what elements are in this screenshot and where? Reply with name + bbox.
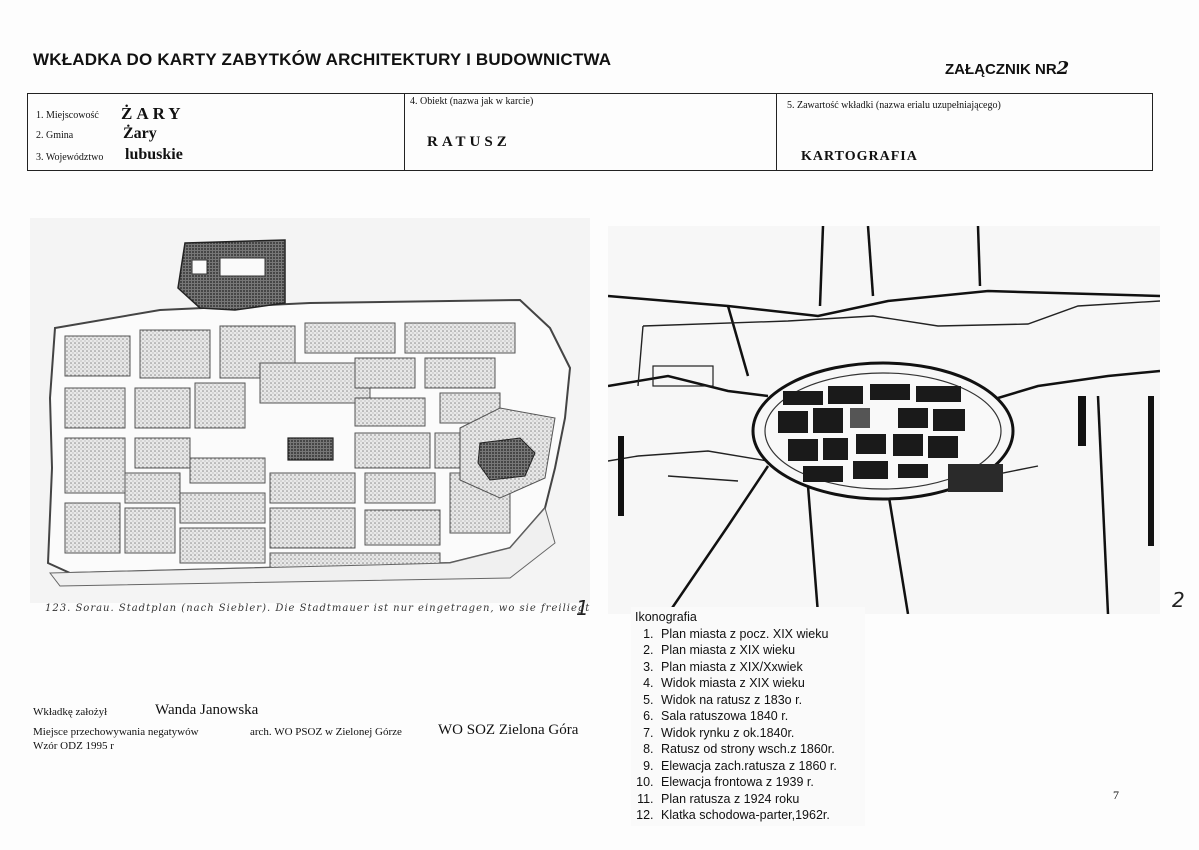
contents-cell: 5. Zawartość wkładki (nazwa erialu uzupe…: [776, 94, 1152, 170]
storage-label: Miejsce przechowywania negatywów: [33, 726, 199, 738]
voivodeship-label: 3. Województwo: [36, 152, 104, 163]
storage-archive: arch. WO PSOZ w Zielonej Górze: [250, 726, 402, 738]
city-plan-map: [30, 218, 590, 603]
annex-number: 2: [1056, 58, 1070, 79]
city-plan-drawing: [46, 239, 572, 587]
list-item: Plan miasta z XIX/Xxwiek: [657, 659, 861, 676]
list-item: Plan miasta z pocz. XIX wieku: [657, 626, 861, 643]
contents-label: 5. Zawartość wkładki (nazwa erialu uzupe…: [787, 100, 1001, 111]
list-item: Plan miasta z XIX wieku: [657, 642, 861, 659]
list-item: Sala ratuszowa 1840 r.: [657, 708, 861, 725]
map-number-2: 2: [1172, 588, 1185, 612]
iconography-items: Plan miasta z pocz. XIX wieku Plan miast…: [635, 626, 861, 824]
list-item: Widok miasta z XIX wieku: [657, 675, 861, 692]
annex-label: ZAŁĄCZNIK NR2: [945, 58, 1069, 79]
metadata-table: 1. Miejscowość ŻARY 2. Gmina Żary 3. Woj…: [27, 93, 1153, 171]
list-item: Widok na ratusz z 183o r.: [657, 692, 861, 709]
commune-value: Żary: [123, 125, 157, 142]
annex-label-text: ZAŁĄCZNIK NR: [945, 61, 1057, 78]
town-map: [607, 225, 1161, 615]
town-map-drawing: [607, 225, 1161, 615]
list-item: Ratusz od strony wsch.z 1860r.: [657, 741, 861, 758]
storage-value: WO SOZ Zielona Góra: [438, 722, 579, 738]
list-item: Elewacja frontowa z 1939 r.: [657, 774, 861, 791]
list-item: Elewacja zach.ratusza z 1860 r.: [657, 758, 861, 775]
map-number-1: 1: [576, 596, 589, 620]
founded-value: Wanda Janowska: [155, 702, 259, 718]
object-label: 4. Obiekt (nazwa jak w karcie): [410, 96, 534, 107]
locality-label: 1. Miejscowość: [36, 110, 99, 121]
list-item: Klatka schodowa-parter,1962r.: [657, 807, 861, 824]
map-caption: 123. Sorau. Stadtplan (nach Siebler). Di…: [45, 603, 591, 614]
object-cell: 4. Obiekt (nazwa jak w karcie) RATUSZ: [404, 94, 777, 170]
page-number: 7: [1113, 788, 1119, 802]
contents-value: KARTOGRAFIA: [801, 149, 918, 164]
iconography-list: Ikonografia Plan miasta z pocz. XIX wiek…: [631, 607, 865, 826]
locality-value: ŻARY: [121, 104, 185, 123]
document-title: WKŁADKA DO KARTY ZABYTKÓW ARCHITEKTURY I…: [33, 50, 612, 69]
commune-label: 2. Gmina: [36, 130, 74, 141]
object-value: RATUSZ: [427, 134, 511, 150]
iconography-title: Ikonografia: [635, 610, 697, 624]
list-item: Plan ratusza z 1924 roku: [657, 791, 861, 808]
voivodeship-value: lubuskie: [125, 146, 183, 163]
founded-label: Wkładkę założył: [33, 706, 108, 718]
list-item: Widok rynku z ok.1840r.: [657, 725, 861, 742]
template-version: Wzór ODZ 1995 r: [33, 740, 114, 752]
